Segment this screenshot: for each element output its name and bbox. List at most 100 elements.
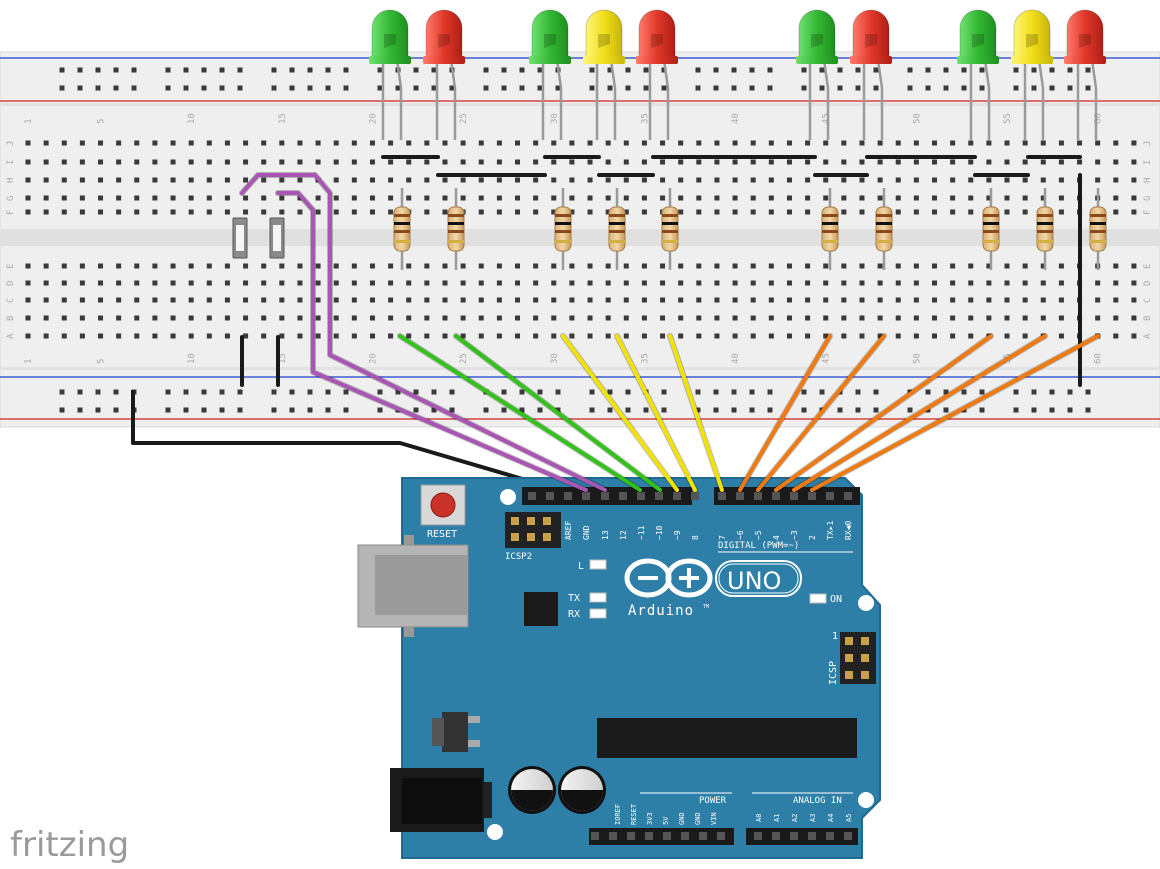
breadboard-holes xyxy=(25,67,1137,413)
breadboard-hole xyxy=(279,209,285,215)
rail-hole xyxy=(589,389,595,395)
breadboard-hole xyxy=(406,263,412,269)
led-red xyxy=(850,9,892,140)
rail-hole xyxy=(307,67,313,73)
breadboard-hole xyxy=(478,263,484,269)
wire-button-2 xyxy=(276,191,588,492)
breadboard-hole xyxy=(641,209,647,215)
resistor-band xyxy=(662,214,678,217)
breadboard-hole xyxy=(98,159,104,165)
breadboard-hole xyxy=(623,177,629,183)
breadboard-hole xyxy=(533,297,539,303)
breadboard-hole xyxy=(351,297,357,303)
resistor-band xyxy=(822,240,838,243)
breadboard-hole xyxy=(1022,195,1028,201)
rail-hole xyxy=(519,407,525,413)
breadboard-hole xyxy=(569,177,575,183)
breadboard-hole xyxy=(1040,315,1046,321)
breadboard-hole xyxy=(224,209,230,215)
breadboard-hole xyxy=(895,195,901,201)
breadboard-hole xyxy=(1131,280,1137,286)
column-number: 40 xyxy=(731,113,741,124)
breadboard-hole xyxy=(678,297,684,303)
breadboard-hole xyxy=(950,177,956,183)
push-button-1[interactable] xyxy=(232,217,248,259)
header-pin xyxy=(637,492,645,500)
breadboard-hole xyxy=(805,297,811,303)
breadboard-hole xyxy=(1131,195,1137,201)
breadboard-hole xyxy=(1058,140,1064,146)
breadboard-hole xyxy=(515,297,521,303)
breadboard-hole xyxy=(1004,209,1010,215)
column-number: 15 xyxy=(278,353,288,364)
atmega-chip xyxy=(597,718,857,758)
breadboard-hole xyxy=(877,177,883,183)
breadboard-hole xyxy=(79,333,85,339)
rail-hole xyxy=(943,85,949,91)
breadboard-hole xyxy=(932,195,937,201)
rail-hole xyxy=(907,85,913,91)
breadboard-hole xyxy=(696,177,702,183)
header-pin xyxy=(699,832,707,840)
breadboard-hole xyxy=(424,177,430,183)
power-pin-label: 5V xyxy=(662,816,670,825)
breadboard-hole xyxy=(152,333,158,339)
breadboard-hole xyxy=(587,280,593,286)
rail-hole xyxy=(183,407,189,413)
breadboard-hole xyxy=(116,263,122,269)
breadboard-hole xyxy=(460,140,466,146)
breadboard-hole xyxy=(243,263,249,269)
breadboard-hole xyxy=(152,140,158,146)
breadboard-hole xyxy=(986,159,992,165)
breadboard-hole xyxy=(224,280,230,286)
breadboard-hole xyxy=(1022,280,1028,286)
breadboard-hole xyxy=(895,209,901,215)
rail-hole xyxy=(767,389,773,395)
rail-hole xyxy=(413,389,419,395)
rail-hole xyxy=(431,85,437,91)
breadboard-hole xyxy=(478,333,484,339)
breadboard-hole xyxy=(623,333,629,339)
rail-hole xyxy=(1085,407,1091,413)
breadboard-hole xyxy=(805,315,811,321)
rail-hole xyxy=(1049,407,1055,413)
rail-hole xyxy=(325,67,331,73)
breadboard-hole xyxy=(442,159,448,165)
breadboard-hole xyxy=(98,209,104,215)
header-pin xyxy=(790,832,798,840)
breadboard-hole xyxy=(79,263,85,269)
breadboard-hole xyxy=(641,297,647,303)
breadboard-hole xyxy=(533,159,539,165)
header-pin xyxy=(564,492,572,500)
resistor-band xyxy=(609,230,625,233)
rail-hole xyxy=(395,85,401,91)
breadboard-hole xyxy=(61,159,67,165)
breadboard-hole xyxy=(206,333,212,339)
rail-hole xyxy=(271,67,277,73)
breadboard-hole xyxy=(261,195,267,201)
header-pin xyxy=(681,832,689,840)
resistor-body xyxy=(608,206,626,252)
rail-hole xyxy=(395,389,401,395)
wire-led-orange xyxy=(792,334,1047,492)
resistor-body xyxy=(393,206,411,252)
breadboard-hole xyxy=(1058,263,1064,269)
breadboard-hole xyxy=(1113,140,1119,146)
push-button-2[interactable] xyxy=(269,217,285,259)
row-letter: C xyxy=(6,298,16,303)
power-pin-label: GND xyxy=(694,812,702,825)
breadboard-hole xyxy=(369,195,375,201)
breadboard-hole xyxy=(768,280,774,286)
breadboard-hole xyxy=(1095,280,1101,286)
breadboard-hole xyxy=(841,333,847,339)
breadboard-hole xyxy=(1113,297,1119,303)
breadboard-hole xyxy=(460,280,466,286)
wire-led-green xyxy=(454,334,662,492)
breadboard-hole xyxy=(333,209,339,215)
breadboard-hole xyxy=(732,159,738,165)
rail-hole xyxy=(979,407,985,413)
breadboard-hole xyxy=(913,195,919,201)
reset-button[interactable] xyxy=(420,484,466,526)
rail-hole xyxy=(1031,67,1037,73)
